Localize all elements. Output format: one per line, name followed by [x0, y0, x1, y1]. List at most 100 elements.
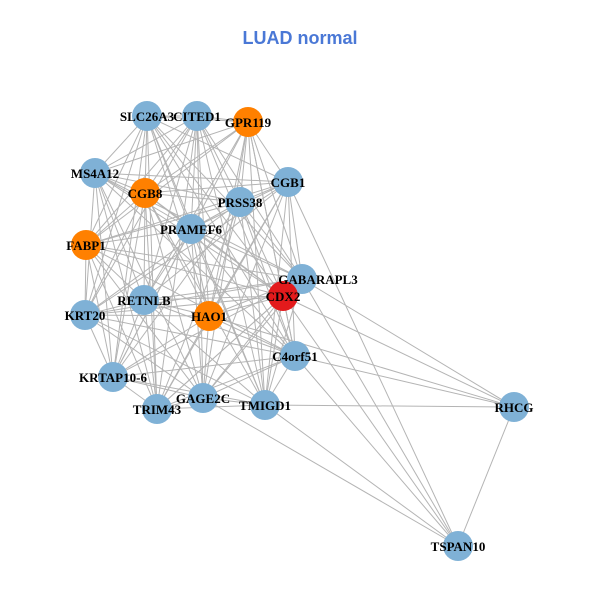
edge-ms4a12-prss38 — [94, 172, 241, 203]
edge-rhcg-hao1 — [208, 315, 515, 408]
edge-cgb8-gage2c — [144, 192, 204, 399]
edge-retnlb-c4orf51 — [143, 299, 296, 357]
edge-cgb1-gage2c — [202, 181, 289, 399]
edge-rhcg-cdx2 — [282, 295, 515, 408]
edge-slc26a3-fabp1 — [85, 115, 148, 246]
edge-prss38-krtap10-6 — [112, 201, 241, 378]
node-cgb8 — [130, 178, 160, 208]
node-fabp1 — [71, 230, 101, 260]
node-label-cited1: CITED1 — [173, 109, 221, 124]
node-label-pramef6: PRAMEF6 — [160, 222, 223, 237]
node-prss38 — [225, 187, 255, 217]
edge-prss38-cdx2 — [239, 201, 284, 297]
edge-prss38-hao1 — [208, 201, 241, 317]
edge-cdx2-retnlb — [143, 295, 284, 301]
edge-pramef6-gabarapl3 — [190, 228, 303, 280]
node-pramef6 — [176, 214, 206, 244]
edge-krt20-c4orf51 — [84, 314, 296, 357]
node-krt20 — [70, 300, 100, 330]
edge-cgb1-trim43 — [156, 181, 289, 410]
edge-gpr119-cgb8 — [144, 121, 249, 194]
node-label-krtap10-6: KRTAP10-6 — [79, 370, 147, 385]
edge-cgb8-prss38 — [144, 192, 241, 203]
edge-gpr119-gabarapl3 — [247, 121, 303, 280]
edge-tspan10-c4orf51 — [294, 355, 459, 547]
node-label-ms4a12: MS4A12 — [71, 166, 119, 181]
edge-cgb1-retnlb — [143, 181, 289, 301]
edge-krt20-gage2c — [84, 314, 204, 399]
edge-c4orf51-krtap10-6 — [112, 355, 296, 378]
edge-rhcg-c4orf51 — [294, 355, 515, 408]
edge-cgb1-fabp1 — [85, 181, 289, 246]
edge-krtap10-6-tmigd1 — [112, 376, 266, 406]
node-hao1 — [194, 301, 224, 331]
edge-cited1-pramef6 — [190, 115, 198, 230]
node-slc26a3 — [132, 101, 162, 131]
edge-ms4a12-krtap10-6 — [94, 172, 114, 378]
node-label-hao1: HAO1 — [191, 309, 227, 324]
node-cgb1 — [273, 167, 303, 197]
node-label-cgb1: CGB1 — [271, 175, 306, 190]
edge-slc26a3-c4orf51 — [146, 115, 296, 357]
edge-ms4a12-cgb1 — [94, 172, 289, 183]
edge-cdx2-tmigd1 — [264, 295, 284, 406]
node-label-gabarapl3: GABARAPL3 — [278, 272, 358, 287]
edge-retnlb-tmigd1 — [143, 299, 266, 406]
node-tspan10 — [443, 531, 473, 561]
node-gpr119 — [233, 107, 263, 137]
node-label-slc26a3: SLC26A3 — [120, 109, 175, 124]
node-krtap10-6 — [98, 362, 128, 392]
edge-c4orf51-gage2c — [202, 355, 296, 399]
edge-cgb1-gabarapl3 — [287, 181, 303, 280]
edge-ms4a12-retnlb — [94, 172, 145, 301]
node-retnlb — [129, 285, 159, 315]
node-label-c4orf51: C4orf51 — [272, 349, 318, 364]
edge-cgb8-krtap10-6 — [112, 192, 146, 378]
node-label-gpr119: GPR119 — [225, 115, 272, 130]
node-label-cdx2: CDX2 — [266, 289, 301, 304]
edge-cited1-prss38 — [196, 115, 241, 203]
edge-gpr119-tmigd1 — [247, 121, 266, 406]
edge-cited1-c4orf51 — [196, 115, 296, 357]
node-cited1 — [182, 101, 212, 131]
edge-cited1-hao1 — [196, 115, 210, 317]
node-c4orf51 — [280, 341, 310, 371]
edge-tspan10-gage2c — [202, 397, 459, 547]
edge-rhcg-tmigd1 — [264, 404, 515, 408]
edge-slc26a3-cdx2 — [146, 115, 284, 297]
edge-cited1-tmigd1 — [196, 115, 266, 406]
edge-pramef6-fabp1 — [85, 228, 192, 246]
edge-prss38-fabp1 — [85, 201, 241, 246]
edge-fabp1-gabarapl3 — [85, 244, 303, 280]
edge-tspan10-gabarapl3 — [301, 278, 459, 547]
node-cdx2 — [268, 281, 298, 311]
edge-pramef6-c4orf51 — [190, 228, 296, 357]
edge-cdx2-trim43 — [156, 295, 284, 410]
edge-slc26a3-krt20 — [84, 115, 148, 316]
edge-slc26a3-gabarapl3 — [146, 115, 303, 280]
node-label-cgb8: CGB8 — [128, 186, 163, 201]
edge-gpr119-fabp1 — [85, 121, 249, 246]
edge-gpr119-gage2c — [202, 121, 249, 399]
edge-slc26a3-tmigd1 — [146, 115, 266, 406]
node-gage2c — [188, 383, 218, 413]
edge-tspan10-cdx2 — [282, 295, 459, 547]
edge-hao1-c4orf51 — [208, 315, 296, 357]
node-label-rhcg: RHCG — [495, 400, 534, 415]
edge-hao1-krtap10-6 — [112, 315, 210, 378]
edge-gabarapl3-krt20 — [84, 278, 303, 316]
edge-prss38-krt20 — [84, 201, 241, 316]
edge-tspan10-rhcg — [457, 406, 515, 547]
node-trim43 — [142, 394, 172, 424]
edges-layer — [84, 115, 515, 547]
edge-gabarapl3-retnlb — [143, 278, 303, 301]
node-label-retnlb: RETNLB — [117, 293, 171, 308]
node-label-trim43: TRIM43 — [133, 402, 182, 417]
node-tmigd1 — [250, 390, 280, 420]
node-label-fabp1: FABP1 — [66, 238, 105, 253]
edge-cited1-trim43 — [156, 115, 198, 410]
edge-fabp1-trim43 — [85, 244, 158, 410]
edge-fabp1-gage2c — [85, 244, 204, 399]
